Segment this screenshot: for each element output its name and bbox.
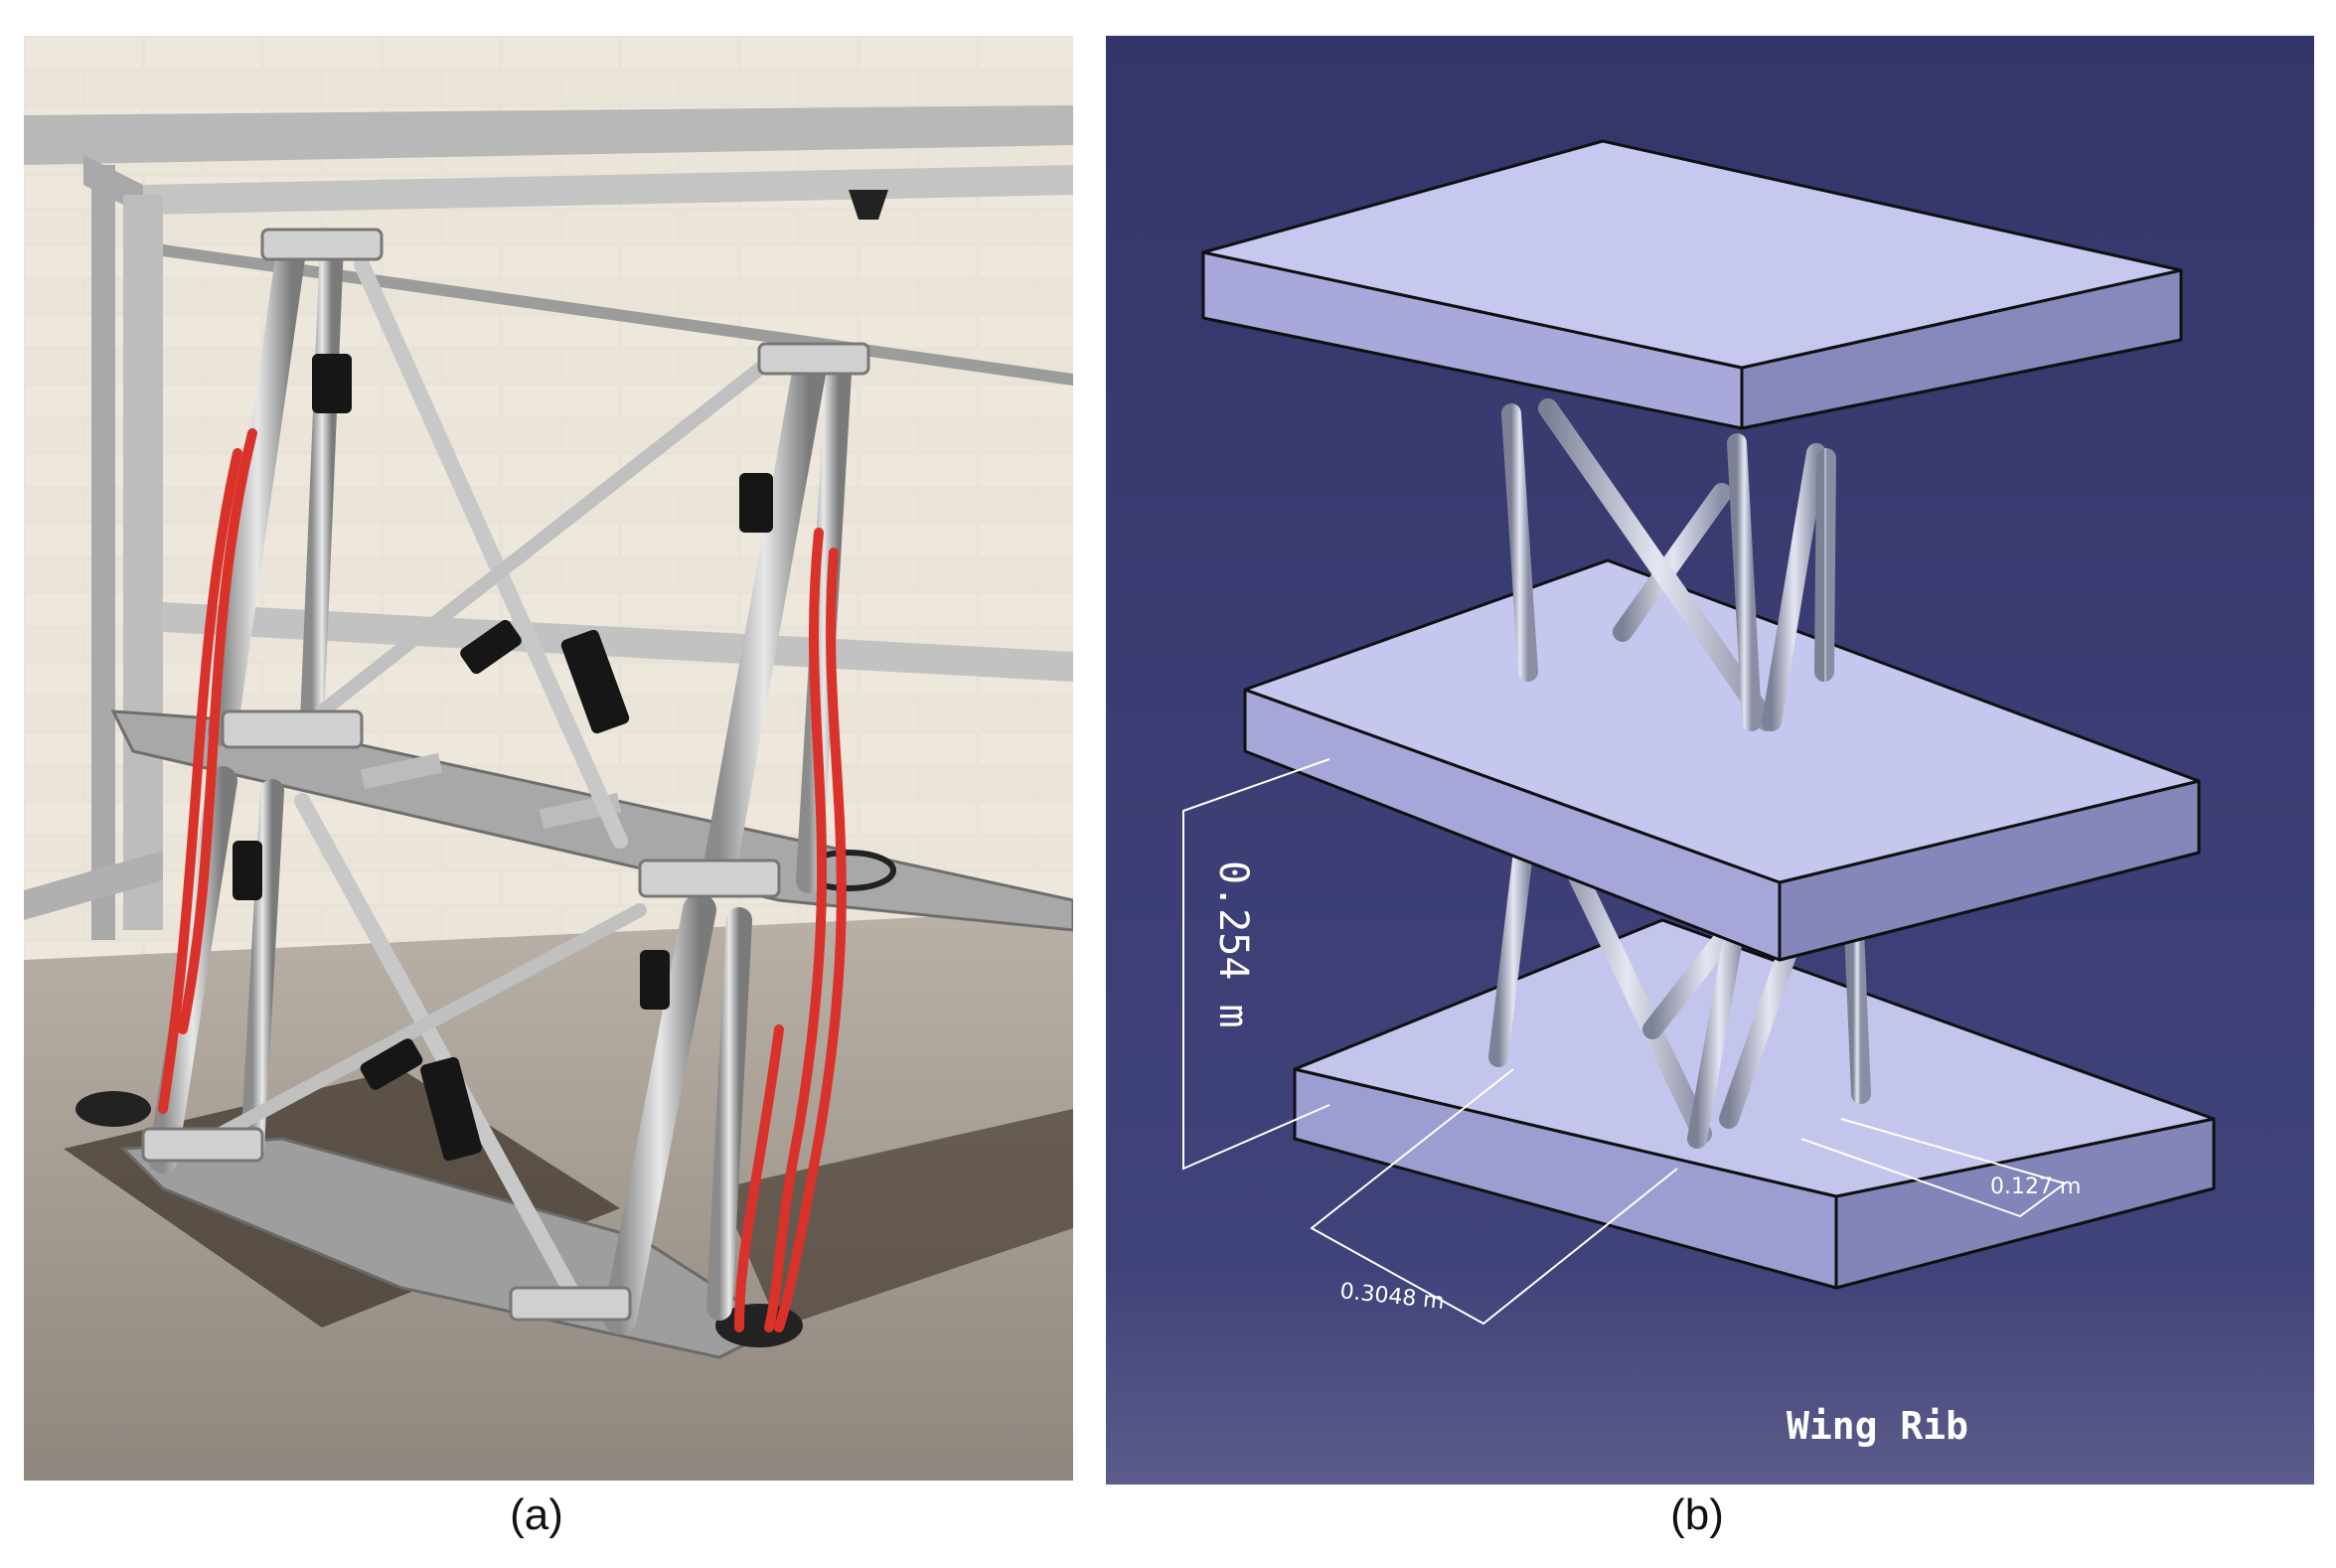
floor-slot (719, 1109, 1073, 1328)
length-dimension-line (1310, 1068, 1678, 1326)
height-dimension-line (1182, 758, 1330, 1171)
prototype-photo (24, 36, 1073, 1481)
middle-rib-plate (1243, 558, 2201, 962)
height-dimension-label: 0.254 m (1210, 861, 1256, 1028)
width-dimension-line (1800, 1118, 2068, 1218)
pneumatic-hoses (158, 428, 847, 1333)
prototype-photo-drawing (24, 36, 1073, 1481)
caption-a: (a) (510, 1490, 563, 1539)
width-dimension-label: 0.127 m (1990, 1175, 2081, 1199)
dimension-lines (1182, 758, 2068, 1326)
wing-rib-label: Wing Rib (1787, 1404, 1968, 1448)
upper-rods (1501, 398, 1836, 731)
cad-model-view: 0.254 m 0.3048 m 0.127 m Wing Rib (1106, 36, 2314, 1485)
actuator-blocks (233, 354, 773, 1162)
top-rib-plate (1201, 139, 2183, 430)
lower-struts (148, 766, 752, 1334)
mounting-brackets (141, 228, 870, 1322)
aluminum-frame (24, 105, 1073, 940)
cad-model-drawing: 0.254 m 0.3048 m 0.127 m Wing Rib (1106, 36, 2314, 1485)
upper-struts (208, 230, 852, 893)
caption-b: (b) (1670, 1490, 1724, 1539)
